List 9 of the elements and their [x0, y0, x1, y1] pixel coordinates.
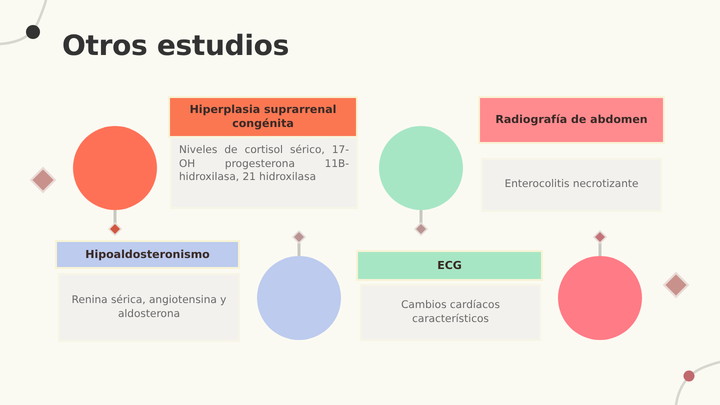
heading-banner: Radiografía de abdomen	[480, 98, 663, 142]
info-card: Enterocolitis necrotizante	[483, 160, 660, 210]
info-card: Niveles de cortisol sérico, 17-OH progesterona 11B-hidroxilasa, 21 hidroxilasa	[172, 139, 356, 207]
heading-banner: Hiperplasia suprarrenal congénita	[170, 98, 356, 136]
info-card: Cambios cardíacos característicos	[362, 286, 539, 339]
heading-banner: ECG	[358, 252, 541, 279]
slide-title: Otros estudios	[62, 29, 289, 62]
heading-banner: Hipoaldosteronismo	[57, 242, 238, 267]
info-card: Renina sérica, angiotensina y aldosterona	[60, 275, 238, 340]
